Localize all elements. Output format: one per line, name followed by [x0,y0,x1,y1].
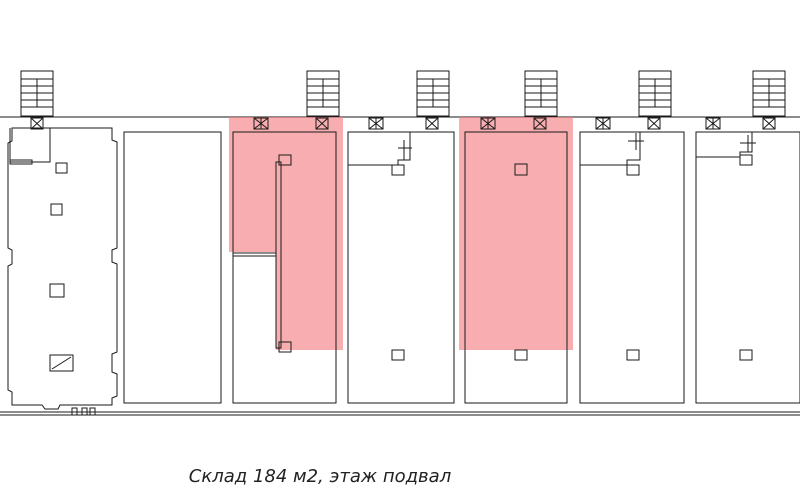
staircase-5 [638,70,672,117]
unit-6 [579,131,685,404]
staircase-4 [524,70,558,117]
staircases [20,70,786,117]
highlight-unit-5 [459,117,573,350]
unit-4 [347,131,455,404]
vent-boxes [30,117,776,130]
unit-7 [695,131,800,404]
building-outline [0,116,800,416]
plan-caption: Склад 184 м2, этаж подвал [188,466,452,487]
unit-1 [7,127,118,416]
floor-plan [0,70,800,416]
unit-5 [464,131,568,404]
staircase-3 [416,70,450,117]
highlight-unit-3 [229,117,343,350]
staircase-2 [306,70,340,117]
unit-2 [123,131,222,404]
unit-3 [232,131,337,404]
staircase-6 [752,70,786,117]
staircase-1 [20,70,54,117]
